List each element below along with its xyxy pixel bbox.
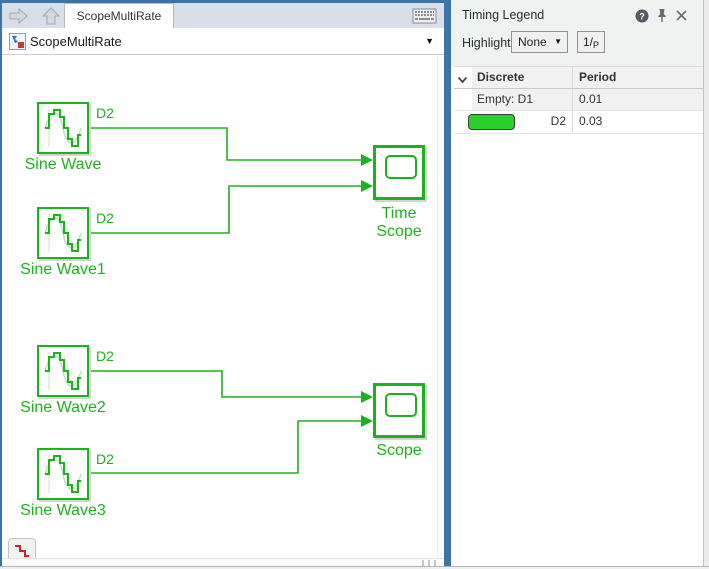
- period-button-numerator: 1: [582, 35, 590, 49]
- model-icon: [9, 33, 26, 55]
- block-label[interactable]: Sine Wave: [24, 156, 102, 173]
- document-tab-bar: ScopeMultiRate: [2, 3, 444, 28]
- rate-color-swatch: [468, 114, 515, 130]
- window-bottom-edge: [0, 566, 709, 569]
- block-sine-wave1[interactable]: [37, 207, 89, 259]
- period-frequency-toggle-button[interactable]: 1/P: [577, 31, 605, 53]
- block-label[interactable]: Scope: [376, 442, 422, 459]
- scope-screen-icon: [385, 155, 417, 179]
- block-label[interactable]: Sine Wave2: [20, 399, 106, 416]
- block-scope[interactable]: [373, 383, 425, 438]
- editor-frame-border-top: [0, 0, 444, 3]
- tab-scopemultirate[interactable]: ScopeMultiRate: [64, 3, 174, 28]
- help-icon[interactable]: ?: [635, 9, 649, 28]
- block-label[interactable]: Sine Wave1: [20, 261, 106, 278]
- scrollbar-grip: [434, 560, 436, 566]
- table-row[interactable]: Empty: D1 0.01: [454, 89, 703, 111]
- red-step-signal-icon: [15, 545, 29, 557]
- timing-legend-panel: Timing Legend ? Highlight None ▼ 1/P: [451, 0, 709, 566]
- header-row-background: [472, 67, 703, 88]
- canvas-vertical-scrollbar[interactable]: [437, 55, 444, 558]
- panel-splitter[interactable]: [444, 0, 451, 566]
- block-time-scope[interactable]: [373, 145, 425, 200]
- up-arrow-icon[interactable]: [40, 6, 62, 26]
- table-row[interactable]: D2 0.03: [454, 111, 703, 134]
- sample-time-legend-button[interactable]: [8, 538, 36, 558]
- column-header-period[interactable]: Period: [572, 67, 703, 88]
- close-icon[interactable]: [675, 9, 688, 27]
- highlight-dropdown[interactable]: None ▼: [511, 31, 568, 53]
- editor-frame-border-left: [0, 0, 2, 566]
- block-label[interactable]: Time Scope: [376, 205, 422, 240]
- rate-name-cell: Empty: D1: [477, 92, 534, 106]
- scope-screen-icon: [385, 393, 417, 417]
- rate-annotation: D2: [96, 348, 114, 364]
- svg-text:?: ?: [639, 11, 645, 21]
- sine-wave-icon: [44, 455, 82, 493]
- row-background: [472, 89, 703, 110]
- period-value-cell: 0.01: [572, 89, 703, 110]
- breadcrumb[interactable]: ScopeMultiRate ▼: [2, 28, 444, 55]
- scrollbar-grip: [422, 560, 424, 566]
- scrollbar-grip: [428, 560, 430, 566]
- period-button-separator: /: [589, 35, 593, 49]
- block-sine-wave[interactable]: [37, 102, 89, 154]
- block-sine-wave3[interactable]: [37, 448, 89, 500]
- sine-wave-icon: [44, 352, 82, 390]
- panel-right-border: [703, 0, 704, 566]
- rate-name-cell: D2: [550, 114, 566, 128]
- breadcrumb-dropdown-caret-icon[interactable]: ▼: [425, 36, 434, 46]
- block-sine-wave2[interactable]: [37, 345, 89, 397]
- timing-legend-table: Discrete Period Empty: D1 0.01 D2 0.03: [454, 66, 703, 134]
- sine-wave-icon: [44, 214, 82, 252]
- panel-title: Timing Legend: [462, 8, 545, 22]
- panel-right-gutter: [704, 0, 709, 566]
- model-canvas[interactable]: Sine Wave Sine Wave1 Sine Wave2 Sine Wav…: [2, 55, 444, 558]
- canvas-horizontal-scrollbar[interactable]: [2, 558, 444, 566]
- highlight-dropdown-value: None: [518, 35, 547, 49]
- breadcrumb-model-name[interactable]: ScopeMultiRate: [30, 34, 122, 49]
- keyboard-icon[interactable]: [412, 8, 437, 30]
- period-value-cell: 0.03: [572, 111, 703, 132]
- forward-arrow-icon[interactable]: [8, 6, 30, 26]
- pin-icon[interactable]: [657, 8, 667, 28]
- period-button-denominator: P: [593, 40, 600, 50]
- rate-annotation: D2: [96, 105, 114, 121]
- column-header-discrete[interactable]: Discrete: [477, 70, 525, 84]
- chevron-down-icon[interactable]: [457, 73, 468, 87]
- signal-wires: [89, 127, 373, 474]
- rate-annotation: D2: [96, 451, 114, 467]
- chevron-down-icon: ▼: [554, 37, 562, 46]
- table-header-row: Discrete Period: [454, 67, 703, 89]
- sine-wave-icon: [44, 109, 82, 147]
- block-label[interactable]: Sine Wave3: [20, 502, 106, 519]
- highlight-label: Highlight: [462, 36, 511, 50]
- rate-annotation: D2: [96, 210, 114, 226]
